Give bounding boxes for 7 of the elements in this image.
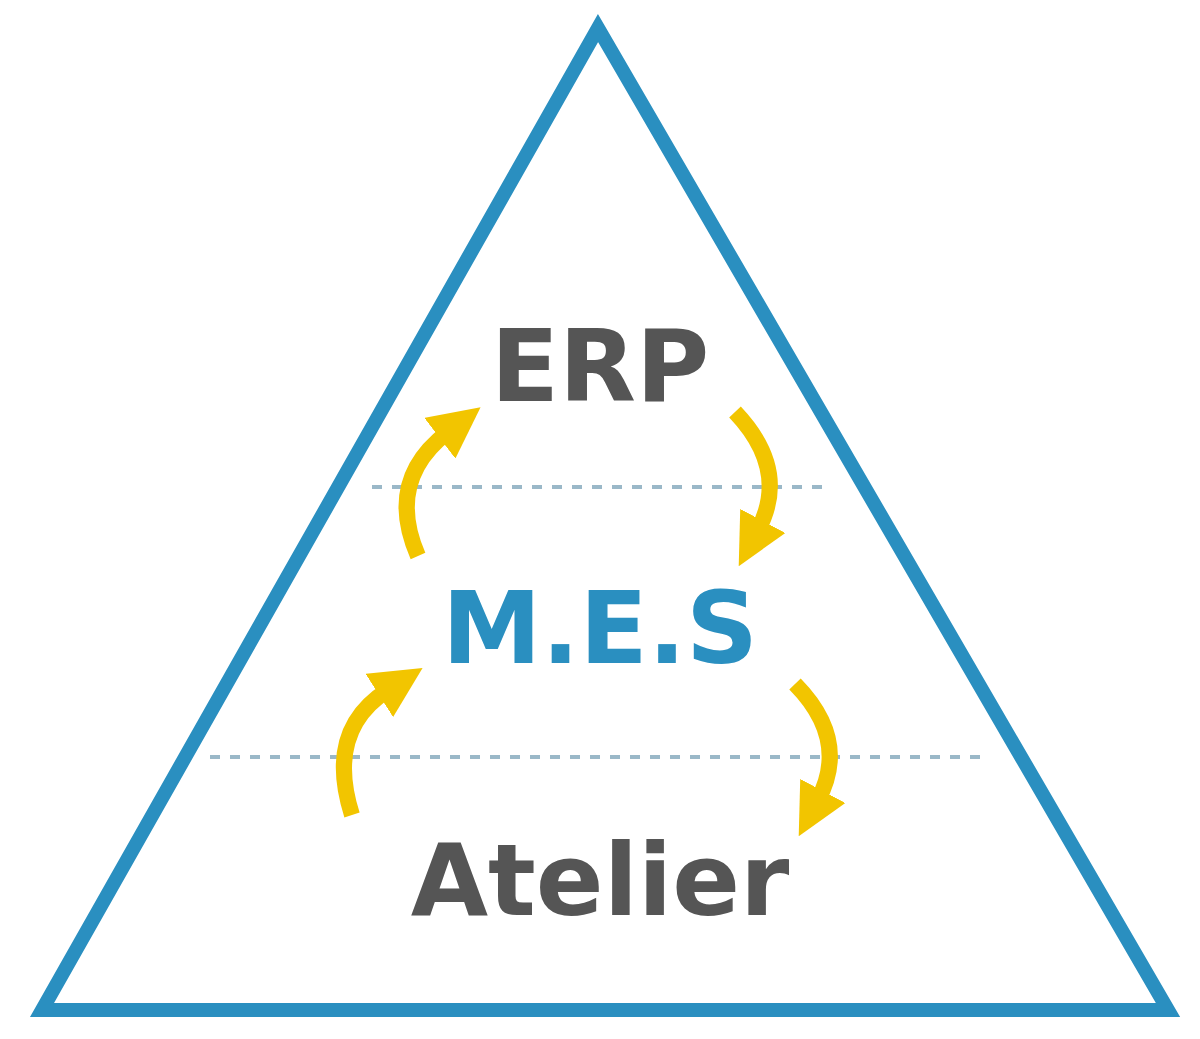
level-label: Atelier <box>400 832 800 928</box>
level-label: ERP <box>480 318 720 414</box>
level-label: M.E.S <box>440 580 760 676</box>
curved-arrow <box>336 666 422 818</box>
curved-arrow <box>789 678 846 837</box>
curved-arrow <box>729 406 786 567</box>
curved-arrow <box>398 405 480 559</box>
